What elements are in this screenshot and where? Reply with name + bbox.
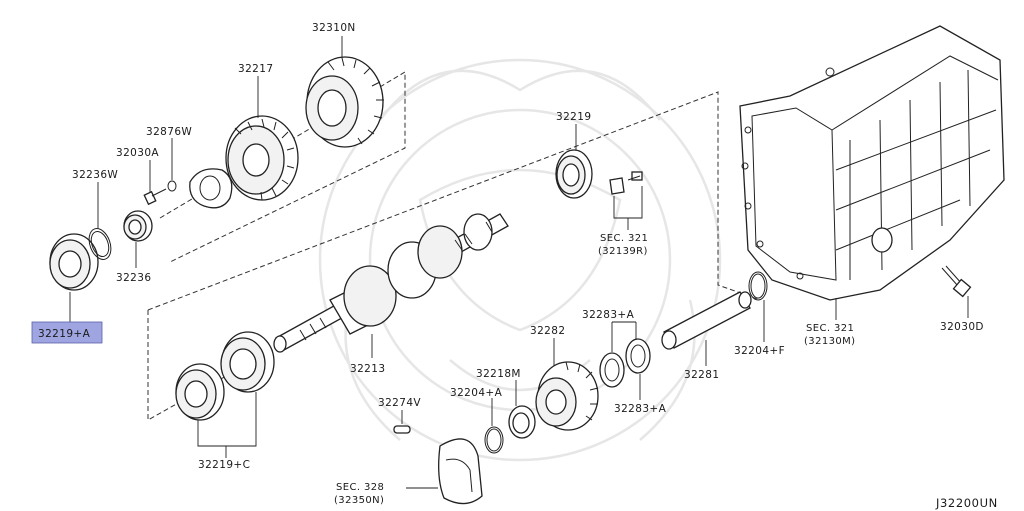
label-32217[interactable]: 32217 [238,63,273,75]
highlight-box [31,321,103,344]
label-sec328-line1[interactable]: SEC. 328 [336,482,384,493]
label-32310n[interactable]: 32310N [312,22,356,34]
label-32218m[interactable]: 32218M [476,368,521,380]
bolt-32030d[interactable] [941,265,972,298]
part-labels: 32310N 32217 32876W 32030A 32236W 32236 … [38,22,998,510]
needle-bearing-32283a-2[interactable] [625,338,651,374]
diagram-code: J32200UN [935,496,998,510]
gear-32282[interactable] [535,361,599,431]
label-32213[interactable]: 32213 [350,363,385,375]
label-32204f[interactable]: 32204+F [734,345,785,357]
label-32219[interactable]: 32219 [556,111,591,123]
label-32283a-top[interactable]: 32283+A [582,309,635,321]
snap-ring-32204a[interactable] [484,426,504,454]
leader-lines [69,36,969,489]
label-32876w[interactable]: 32876W [146,126,192,138]
transmission-case[interactable] [739,25,1005,301]
label-32030d[interactable]: 32030D [940,321,984,333]
bearing-32219[interactable] [555,149,593,199]
label-32274v[interactable]: 32274V [378,397,421,409]
shaft-32281[interactable] [661,291,752,350]
bearing-32219c-1[interactable] [175,363,225,421]
shift-part-sec328[interactable] [438,438,483,505]
label-32281[interactable]: 32281 [684,369,719,381]
snap-ring-32204f[interactable] [748,271,768,301]
bolt-32030a[interactable] [143,188,167,206]
nut-32236[interactable] [123,210,153,242]
bracket-32139r[interactable] [609,171,643,195]
label-32030a[interactable]: 32030A [116,147,159,159]
thrust-washer-32218m[interactable] [508,405,536,439]
label-sec321-case-line1[interactable]: SEC. 321 [806,323,854,334]
gear-32217[interactable] [225,115,299,201]
bearing-32219c-2[interactable] [220,331,275,393]
label-32219c[interactable]: 32219+C [198,459,250,471]
label-sec321-small-line1[interactable]: SEC. 321 [600,233,648,244]
label-sec328-line2[interactable]: (32350N) [334,495,384,506]
label-32236w[interactable]: 32236W [72,169,118,181]
label-32219a[interactable]: 32219+A [38,328,91,340]
retainer-plate[interactable] [189,168,233,209]
washer-32876w[interactable] [167,180,177,192]
label-sec321-case-line2[interactable]: (32130M) [804,336,855,347]
gear-32310n[interactable] [305,56,384,148]
label-32282[interactable]: 32282 [530,325,565,337]
label-32236[interactable]: 32236 [116,272,151,284]
mainshaft-32213[interactable] [273,213,509,353]
label-32283a-bottom[interactable]: 32283+A [614,403,667,415]
needle-bearing-32283a-1[interactable] [599,352,625,388]
snap-ring-32236w[interactable] [85,226,115,263]
label-32204a[interactable]: 32204+A [450,387,503,399]
pin-32274v[interactable] [393,425,411,434]
bearing-32219a[interactable] [49,233,99,291]
label-sec321-small-line2[interactable]: (32139R) [598,246,648,257]
